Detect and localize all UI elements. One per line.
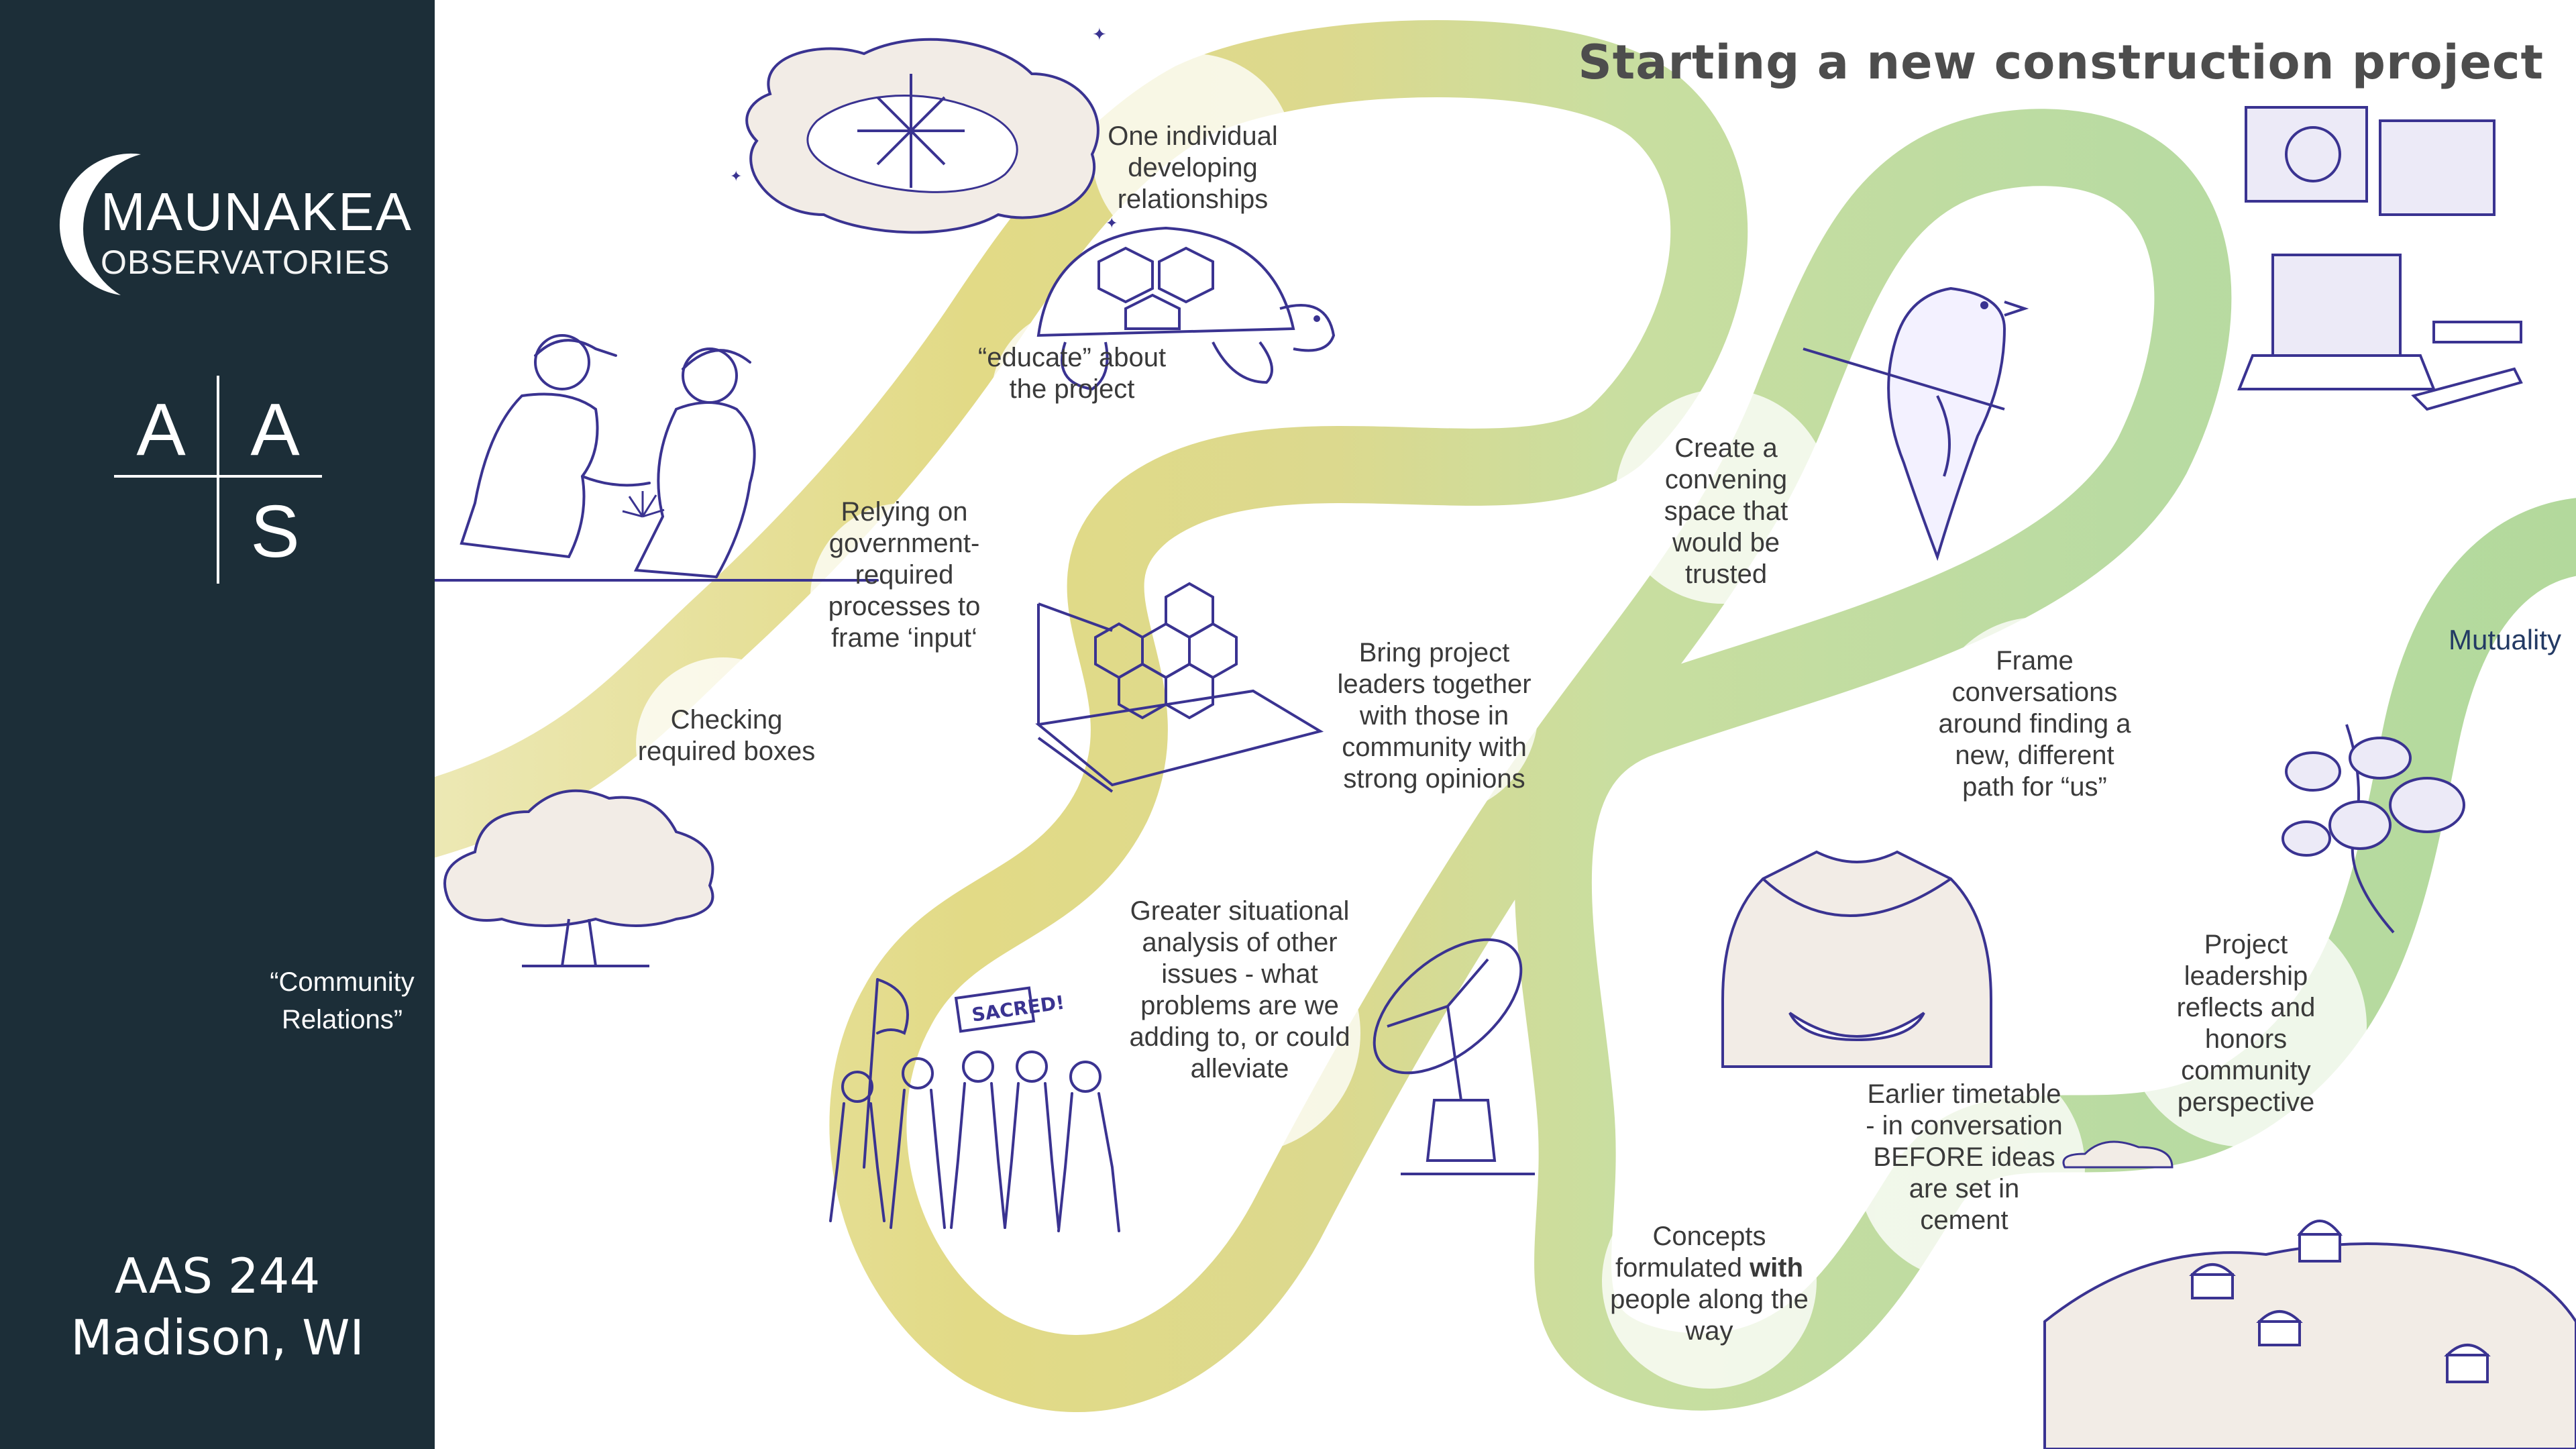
kihei-garment-hands-illustration xyxy=(1709,839,2004,1080)
protesters-illustration: SACRED! xyxy=(810,966,1126,1248)
page-title: Starting a new construction project xyxy=(1578,35,2544,90)
maunakea-logo-subtitle: OBSERVATORIES xyxy=(101,244,390,281)
step-concepts-text-before: Concepts formulated xyxy=(1615,1222,1766,1283)
step-marker-educate xyxy=(991,309,1166,483)
bird-illustration xyxy=(1803,262,2045,570)
step-one-individual: One individual developing relationships xyxy=(1108,121,1278,214)
sidebar: MAUNAKEA OBSERVATORIES A A S AAS 244 Mad… xyxy=(0,0,435,1449)
step-marker-one-individual xyxy=(1092,54,1293,255)
aas-letter-s: S xyxy=(250,490,299,573)
step-bring-leaders: Bring project leaders together with thos… xyxy=(1337,638,1532,794)
radio-dish-illustration xyxy=(1347,932,1568,1194)
telescope-mirror-illustration xyxy=(1032,582,1327,793)
step-marker-checking xyxy=(636,657,810,832)
aas-letter-a1: A xyxy=(136,388,186,471)
step-project-leadership: Project leadership reflects and honors c… xyxy=(2176,930,2316,1117)
event-name: AAS 244 xyxy=(114,1248,321,1304)
svg-text:✦: ✦ xyxy=(730,168,742,185)
two-people-planting-illustration xyxy=(435,315,879,597)
journey-path xyxy=(435,20,2576,1412)
step-markers xyxy=(435,54,2367,1389)
step-frame-conversations: Frame conversations around finding a new… xyxy=(1938,646,2131,802)
flower-plant-illustration xyxy=(2226,704,2521,946)
end-label: Mutuality xyxy=(2449,624,2562,655)
step-marker-leadership xyxy=(2125,906,2367,1147)
maunakea-logo-title: MAUNAKEA xyxy=(101,182,413,241)
aas-logo: A A S xyxy=(114,376,322,584)
step-marker-convening xyxy=(1615,389,1830,604)
mountain-observatories-illustration xyxy=(2043,1134,2576,1449)
computer-workstation-illustration xyxy=(2233,94,2528,411)
step-greater-analysis: Greater situational analysis of other is… xyxy=(1129,896,1350,1083)
step-marker-bring-leaders xyxy=(1330,607,1538,815)
step-marker-frame xyxy=(1931,617,2145,832)
step-marker-greater-analysis xyxy=(1119,912,1360,1154)
step-convening: Create a convening space that would be t… xyxy=(1664,433,1788,589)
turtle-illustration xyxy=(1012,208,1347,409)
step-earlier-timetable: Earlier timetable - in conversation BEFO… xyxy=(1866,1079,2063,1235)
svg-text:✦: ✦ xyxy=(1092,25,1107,45)
step-checking: Checking required boxes xyxy=(637,705,816,766)
maunakea-logo xyxy=(40,141,402,302)
aas-letter-a2: A xyxy=(250,388,300,471)
step-concepts-text-after: people along the way xyxy=(1610,1285,1809,1346)
step-marker-relying xyxy=(810,503,998,691)
svg-text:✦: ✦ xyxy=(1106,215,1118,232)
event-location: Madison, WI xyxy=(70,1309,364,1366)
sky-clouds-star-illustration: ✦ ✦ ✦ xyxy=(716,13,1132,255)
journey-canvas: ✦ ✦ ✦ xyxy=(435,0,2576,1449)
tree-illustration xyxy=(435,758,730,973)
start-label: “Community Relations” xyxy=(270,967,415,1034)
step-marker-concepts xyxy=(1602,1174,1817,1389)
step-marker-earlier xyxy=(1857,1053,2085,1281)
step-marker-start xyxy=(435,1093,636,1322)
step-concepts-text-bold: with xyxy=(1750,1253,1804,1283)
svg-text:SACRED!: SACRED! xyxy=(971,991,1066,1026)
step-relying: Relying on government-required processes… xyxy=(828,497,981,653)
step-concepts: Concepts formulated with people along th… xyxy=(1595,1221,1823,1347)
step-educate: “educate” about the project xyxy=(977,343,1167,404)
